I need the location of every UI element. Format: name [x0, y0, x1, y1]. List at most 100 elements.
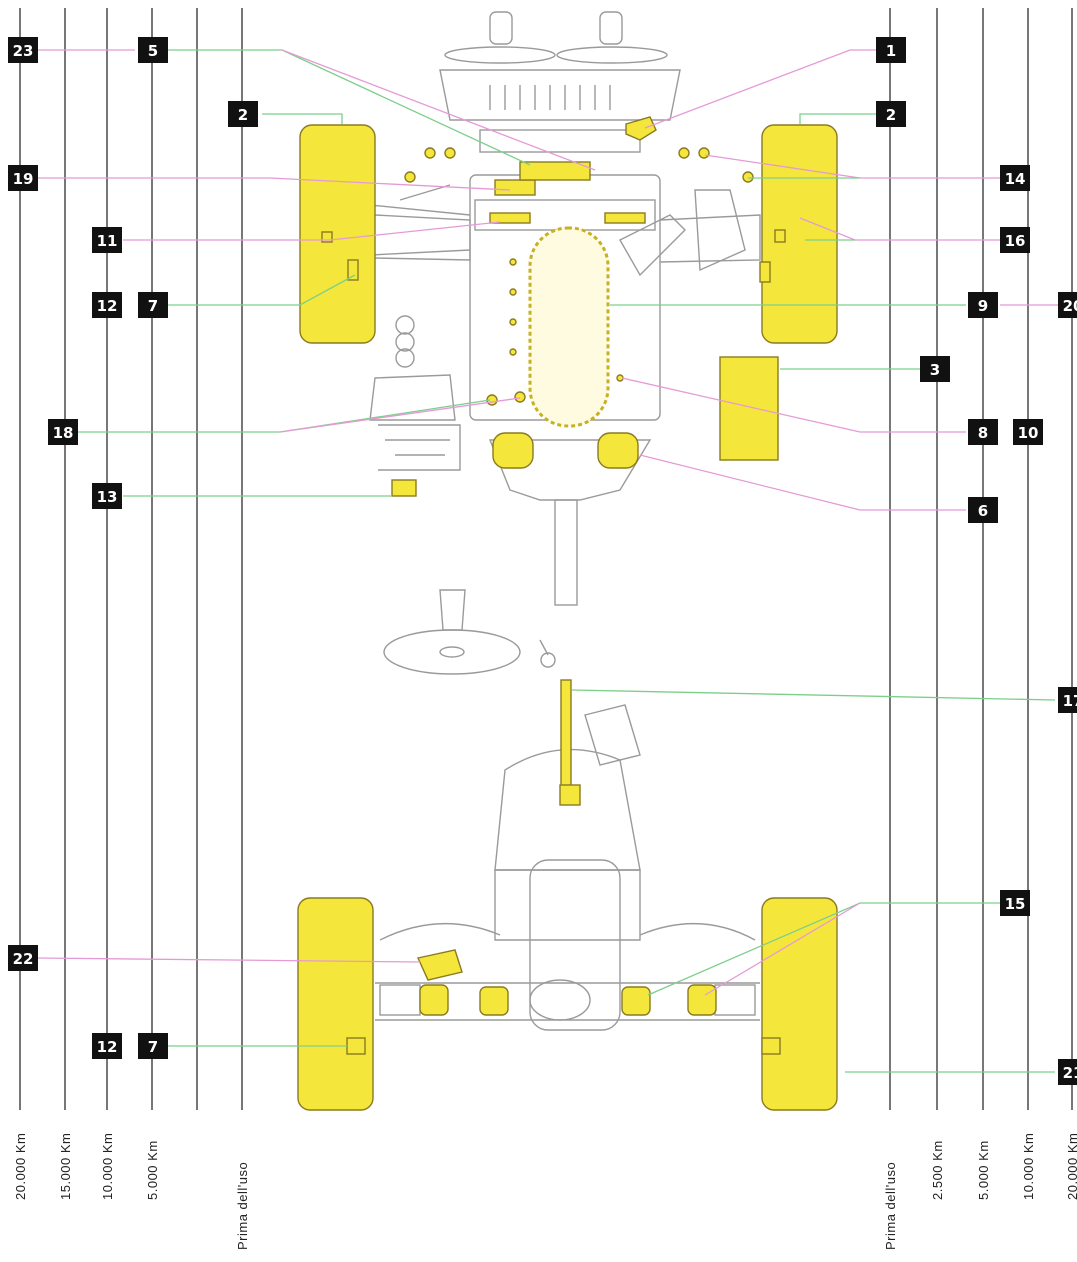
steering-arm-right	[694, 189, 746, 272]
callout-20: 20	[1058, 292, 1077, 318]
leader-8	[621, 377, 966, 433]
nipple-fr-b	[698, 147, 710, 159]
callout-7-rear: 7	[138, 1033, 168, 1059]
bellows-rr	[687, 984, 717, 1016]
battery	[719, 356, 779, 461]
leader-12-7a	[168, 274, 356, 306]
callout-14: 14	[1000, 165, 1030, 191]
callout-1-number: 1	[886, 42, 896, 60]
top-bumper-right	[556, 46, 668, 64]
callout-7-front-number: 7	[148, 297, 158, 315]
leader-6	[639, 454, 966, 511]
axis-label-right-10000: 10.000 Km	[1021, 1133, 1036, 1200]
callout-10-number: 10	[1018, 424, 1039, 442]
fender-left	[379, 923, 501, 941]
rear-right-wheel	[761, 897, 838, 1111]
drive-shaft	[554, 499, 578, 606]
callout-9: 9	[968, 292, 998, 318]
steering-column	[439, 589, 466, 631]
rear-right-hub	[714, 984, 756, 1016]
bellows-cr	[621, 986, 651, 1016]
interval-lines	[19, 8, 1073, 1110]
axis-label-right-2500: 2.500 Km	[930, 1140, 945, 1200]
oil-sump	[528, 226, 610, 428]
radiator-cap	[625, 116, 657, 141]
callout-5: 5	[138, 37, 168, 63]
callout-19-number: 19	[13, 170, 34, 188]
injection-pump	[494, 179, 536, 196]
callout-9-number: 9	[978, 297, 988, 315]
axis-label-right-5000: 5.000 Km	[976, 1140, 991, 1200]
differential-outline	[494, 869, 641, 941]
leader-11	[123, 221, 501, 241]
front-left-hub-grease	[347, 259, 359, 281]
filter-mid	[395, 332, 415, 352]
bellows-rl	[419, 984, 449, 1016]
engine-dot-2	[509, 288, 517, 296]
callout-2-front-right-number: 2	[886, 106, 896, 124]
callout-7-front: 7	[138, 292, 168, 318]
callout-2-front-right: 2	[876, 101, 906, 127]
axis-label-left-prima: Prima dell'uso	[235, 1162, 250, 1250]
engine-dot-1	[509, 258, 517, 266]
leader-1	[644, 49, 876, 129]
engine-dot-4	[509, 348, 517, 356]
callout-12-rear: 12	[92, 1033, 122, 1059]
differential-center	[529, 979, 591, 1021]
callout-12-front: 12	[92, 292, 122, 318]
callout-3: 3	[920, 356, 950, 382]
pedal-bracket	[584, 704, 641, 766]
axis-label-left-10000: 10.000 Km	[100, 1133, 115, 1200]
nipple-18-b	[514, 391, 526, 403]
front-right-hub-grease	[759, 261, 771, 283]
callout-20-number: 20	[1063, 297, 1077, 315]
leader-19	[38, 177, 511, 191]
callout-23-number: 23	[13, 42, 34, 60]
nipple-fl-b	[444, 147, 456, 159]
callout-22-number: 22	[13, 950, 34, 968]
interval-labels-right: Prima dell'uso 2.500 Km 5.000 Km 10.000 …	[883, 1133, 1077, 1250]
rear-left-wheel	[297, 897, 374, 1111]
callout-12-rear-number: 12	[97, 1038, 118, 1056]
fender-right	[639, 923, 756, 941]
air-filter-right	[597, 432, 639, 469]
brake-linkage	[559, 784, 581, 806]
callout-11: 11	[92, 227, 122, 253]
gear-housing	[369, 374, 456, 421]
interval-labels-left: 20.000 Km 15.000 Km 10.000 Km 5.000 Km P…	[13, 1133, 250, 1250]
callout-19: 19	[8, 165, 38, 191]
front-left-kingpin	[321, 231, 333, 243]
callout-16: 16	[1000, 227, 1030, 253]
brake-rod	[560, 679, 572, 801]
callout-3-number: 3	[930, 361, 940, 379]
callout-18-number: 18	[53, 424, 74, 442]
steering-wheel	[383, 629, 521, 675]
radiator-fins	[489, 85, 611, 110]
leader-5b	[281, 49, 596, 171]
injectors-right	[604, 212, 646, 224]
axis-label-left-5000: 5.000 Km	[145, 1140, 160, 1200]
callout-15: 15	[1000, 890, 1030, 916]
leader-lines	[37, 49, 1060, 1073]
axis-label-right-prima: Prima dell'uso	[883, 1162, 898, 1250]
callout-21-number: 21	[1063, 1064, 1077, 1082]
axis-label-right-20000: 20.000 Km	[1065, 1133, 1077, 1200]
callout-badges: 23 5 2 19 11 12 7 18	[8, 37, 1077, 1085]
callout-13: 13	[92, 483, 122, 509]
callout-23: 23	[8, 37, 38, 63]
fan-housing	[479, 129, 641, 153]
leader-2b	[799, 113, 876, 124]
radiator	[439, 69, 681, 121]
callout-22: 22	[8, 945, 38, 971]
rear-left-hub	[379, 984, 421, 1016]
intake-manifold	[369, 184, 471, 256]
front-left-wheel	[299, 124, 376, 344]
callout-8: 8	[968, 419, 998, 445]
nipple-fr-c	[742, 171, 754, 183]
leader-18	[78, 399, 491, 433]
front-right-wheel	[761, 124, 838, 344]
callout-12-front-number: 12	[97, 297, 118, 315]
callout-21: 21	[1058, 1059, 1077, 1085]
